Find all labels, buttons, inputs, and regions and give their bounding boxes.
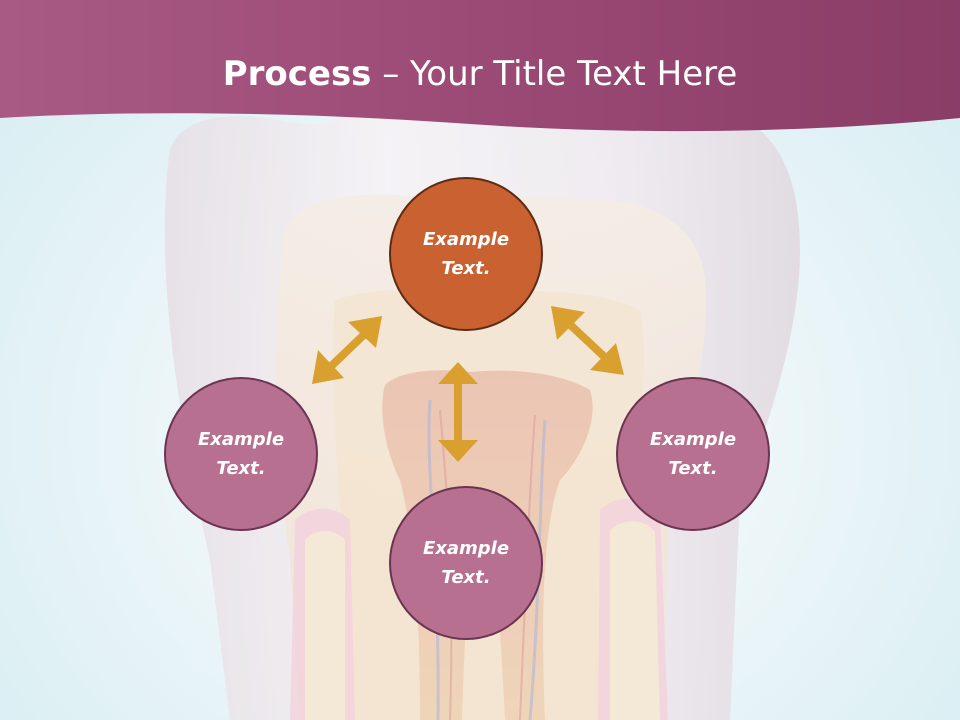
arrow-vertical xyxy=(438,362,478,462)
title-band xyxy=(0,0,960,132)
node-top: Example Text. xyxy=(389,177,543,331)
title-bold: Process xyxy=(222,54,372,94)
node-top-label: Example Text. xyxy=(422,229,510,279)
node-right: Example Text. xyxy=(616,377,770,531)
slide-title: Process – Your Title Text Here xyxy=(0,52,960,96)
node-bottom: Example Text. xyxy=(389,486,543,640)
arrow-top-right xyxy=(551,306,624,375)
node-right-label: Example Text. xyxy=(649,429,737,479)
node-bottom-label: Example Text. xyxy=(422,538,510,588)
node-left: Example Text. xyxy=(164,377,318,531)
title-rest: – Your Title Text Here xyxy=(371,54,738,94)
node-left-label: Example Text. xyxy=(197,429,285,479)
arrow-top-left xyxy=(312,316,382,384)
